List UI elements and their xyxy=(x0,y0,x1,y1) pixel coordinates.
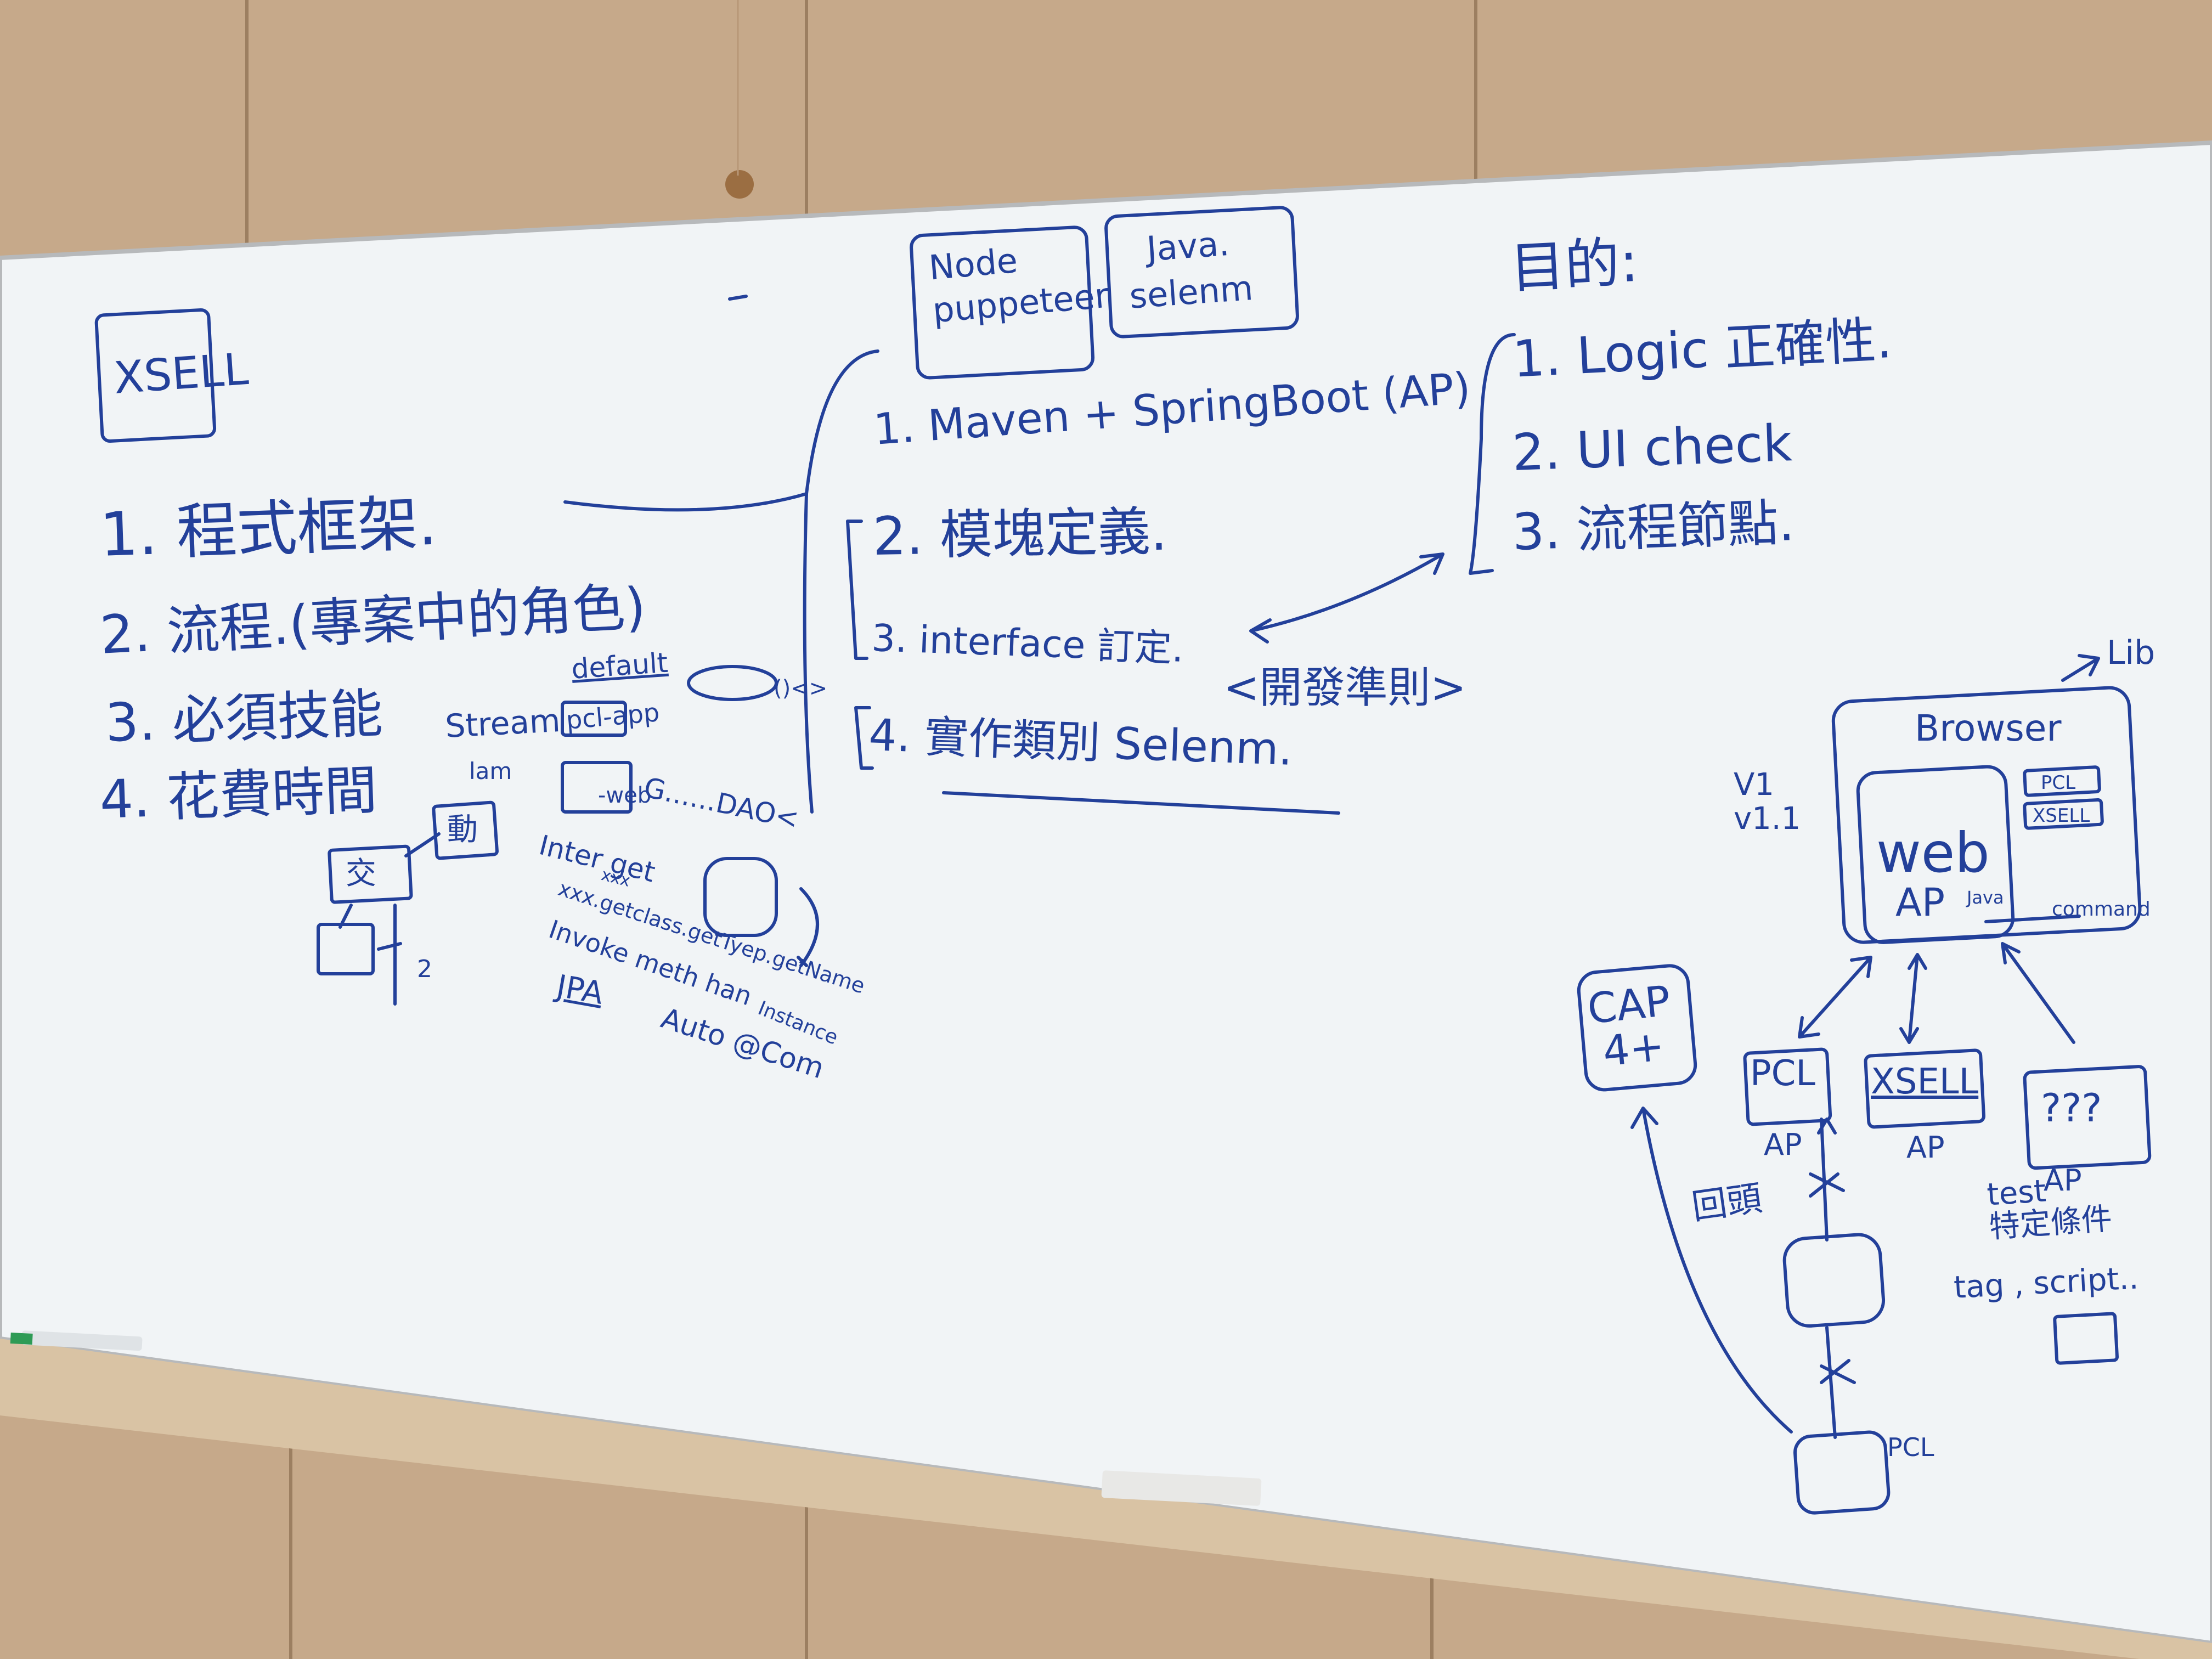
huitou-label: 回頭 xyxy=(1689,1178,1765,1228)
browser-label: Browser xyxy=(1915,707,2062,749)
marker-pen xyxy=(21,1330,143,1351)
marker-tray xyxy=(0,1339,2212,1659)
xsell-ap-label: AP xyxy=(1906,1130,1945,1165)
tag-xsell-label: XSELL xyxy=(2033,805,2090,827)
jiao-arrows xyxy=(338,832,441,1006)
middle-blob xyxy=(1782,1233,1886,1328)
underline-item-4 xyxy=(942,791,1340,815)
lib-arrow xyxy=(2061,654,2100,682)
whiteboard-frame xyxy=(0,140,2212,1646)
wall-knob xyxy=(725,170,754,199)
whiteboard-surface xyxy=(0,143,2212,1643)
java-label: Java xyxy=(1967,887,2004,908)
web-box xyxy=(1856,765,2015,944)
cap-label: CAP 4+ xyxy=(1585,976,1673,1076)
purpose-title: 目的: xyxy=(1508,229,1640,301)
tag-xsell-box xyxy=(2023,798,2104,830)
tag-script-label: tag , script.. xyxy=(1953,1260,2140,1306)
big-left-brace xyxy=(803,349,879,814)
xsell-box-outline xyxy=(94,308,217,443)
tag-pcl-label: PCL xyxy=(2041,772,2076,794)
dao-curve xyxy=(797,887,819,967)
jiao-box xyxy=(328,844,413,904)
arrow-to-unknown xyxy=(2001,942,2075,1044)
unknown-box xyxy=(2023,1065,2152,1170)
left-list-item-3: 3. 必須技能 xyxy=(104,682,384,754)
unknown-ap-label: AP xyxy=(2044,1163,2082,1198)
note-parens: ()<> xyxy=(774,676,828,701)
version-label: V1 v1.1 xyxy=(1734,767,1801,837)
node-box-label: Node puppeteer xyxy=(927,240,1110,330)
lib-label: Lib xyxy=(2107,634,2155,672)
note-jpa: JPA xyxy=(554,968,606,1012)
middle-list-item-3: 3. interface 訂定. xyxy=(871,617,1184,671)
brace-item-4 xyxy=(854,706,874,770)
xsell-small-box xyxy=(1864,1048,1986,1129)
bottom-pcl-label: PCL xyxy=(1887,1432,1934,1462)
default-ellipse xyxy=(687,665,778,701)
dev-guideline-note: <開發準則> xyxy=(1223,663,1466,713)
note-web: -web xyxy=(598,783,652,808)
command-arrow xyxy=(1984,915,2081,923)
web-ap-label: AP xyxy=(1895,880,1945,925)
web-label: web xyxy=(1876,821,1990,885)
pcl-label: PCL xyxy=(1750,1053,1815,1094)
command-label: command xyxy=(2052,898,2151,921)
curve-to-cap xyxy=(1630,1107,1793,1434)
left-list-item-1: 1. 程式框架. xyxy=(98,488,438,570)
brace-item-2-3 xyxy=(846,520,868,660)
eraser xyxy=(1101,1470,1262,1506)
pcl-box xyxy=(1743,1047,1832,1126)
script-box xyxy=(2053,1312,2119,1365)
note-stream: Stream xyxy=(444,702,561,745)
dong-box xyxy=(432,800,499,860)
pcl-ap-label: AP xyxy=(1764,1127,1802,1162)
purpose-brace xyxy=(728,295,1516,575)
note-lam: lam xyxy=(469,758,512,785)
web-smallbox xyxy=(561,761,633,814)
unknown-label: ??? xyxy=(2041,1086,2102,1131)
double-arrow xyxy=(1249,552,1444,644)
purpose-item-2: 2. UI check xyxy=(1511,414,1793,482)
xsell-label: XSELL xyxy=(1871,1062,1979,1102)
inter-icon-box xyxy=(703,857,778,937)
xsell-box-label: XSELL xyxy=(112,343,250,404)
tag-pcl-box xyxy=(2023,765,2101,797)
cap-box xyxy=(1577,964,1697,1092)
arrow-to-xsell xyxy=(1899,953,1927,1044)
pcl-app-box xyxy=(561,701,627,737)
java-box xyxy=(1104,206,1299,338)
connector-to-framework xyxy=(563,492,808,512)
note-pcl-app: pcl-app xyxy=(565,697,661,735)
ink-strokes xyxy=(94,206,2152,1515)
java-box-label: Java. selenm xyxy=(1128,223,1255,317)
arrow-to-pcl xyxy=(1798,956,1872,1039)
test-condition-label: test 特定條件 xyxy=(1985,1173,2113,1245)
note-dong: 動 xyxy=(447,812,478,848)
note-two: 2 xyxy=(417,955,432,983)
vertical-connector xyxy=(1809,1118,1856,1439)
bottom-blob xyxy=(1793,1430,1891,1515)
note-default: default xyxy=(570,646,669,685)
node-box xyxy=(910,225,1095,380)
purpose-item-3: 3. 流程節點. xyxy=(1511,493,1796,562)
note-jiao: 交 xyxy=(346,856,376,891)
middle-list-item-2: 2. 模塊定義. xyxy=(872,500,1168,567)
left-list-item-4: 4. 花費時間 xyxy=(98,759,379,831)
small-box-a xyxy=(317,923,375,975)
